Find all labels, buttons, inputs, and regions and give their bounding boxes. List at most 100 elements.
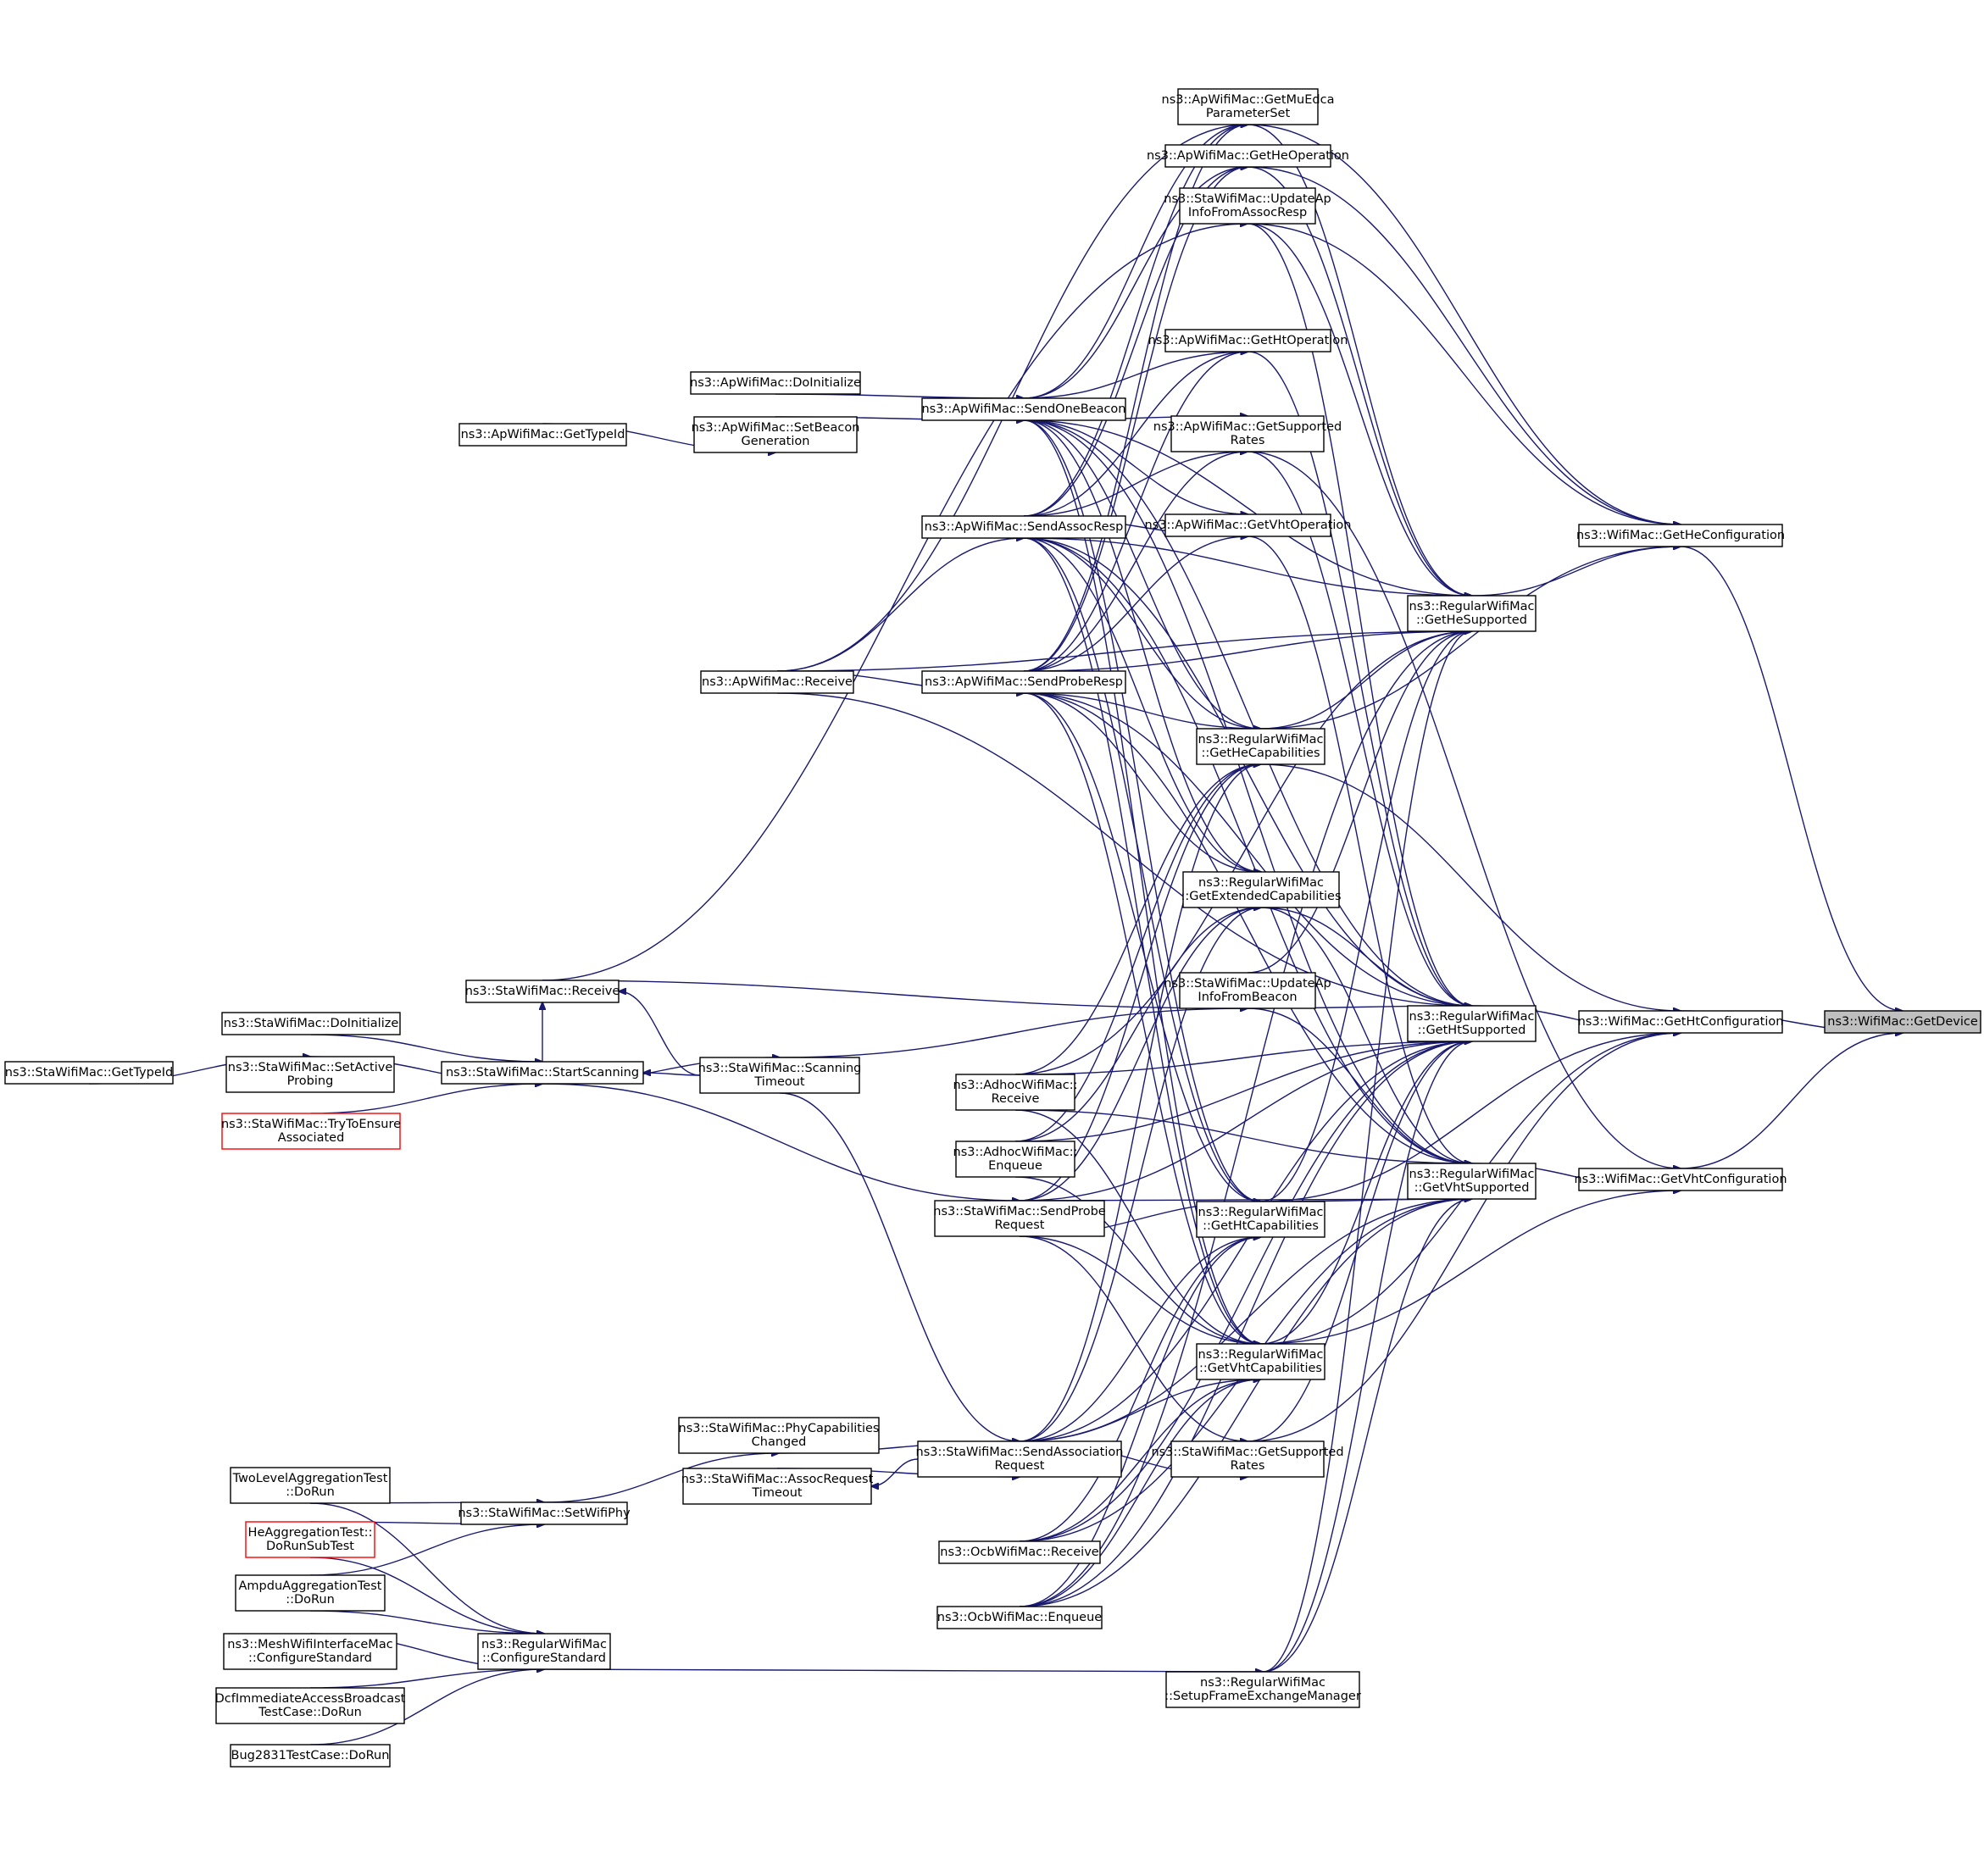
node-getvhtconf[interactable]: ns3::WifiMac::GetVhtConfiguration [1574,1168,1787,1191]
node-vhtsup[interactable]: ns3::RegularWifiMac::GetVhtSupported [1407,1163,1537,1200]
edge-sendassocreq-to-hecap [1019,764,1261,1442]
node-label: ns3::MeshWifiInterfaceMac [227,1638,392,1651]
node-ocbrecv[interactable]: ns3::OcbWifiMac::Receive [938,1540,1101,1564]
node-heop[interactable]: ns3::ApWifiMac::GetHeOperation [1147,144,1349,168]
node-label: ns3::ApWifiMac::Receive [702,675,853,689]
node-box [221,1113,401,1150]
node-label: ns3::StaWifiMac::UpdateAp [1164,977,1331,991]
node-box [230,1744,391,1768]
node-meshconf[interactable]: ns3::MeshWifiInterfaceMac::ConfigureStan… [223,1633,397,1670]
node-box [934,1200,1105,1237]
edge-sendproberesp-to-vhtcap [1023,692,1261,1344]
node-hesup[interactable]: ns3::RegularWifiMac::GetHeSupported [1407,595,1537,632]
node-vhtcap[interactable]: ns3::RegularWifiMac::GetVhtCapabilities [1196,1343,1325,1380]
edge-adhocenq-to-extcap [1014,907,1261,1142]
edge-hecap-to-getheconf [1260,547,1681,730]
node-gethtconf[interactable]: ns3::WifiMac::GetHtConfiguration [1578,1010,1784,1034]
node-bug2831[interactable]: Bug2831TestCase::DoRun [230,1744,391,1768]
node-ocbenq[interactable]: ns3::OcbWifiMac::Enqueue [936,1606,1103,1629]
node-dcf[interactable]: DcfImmediateAccessBroadcastTestCase::DoR… [215,1687,406,1724]
node-aprecv[interactable]: ns3::ApWifiMac::Receive [700,670,854,694]
edge-sendproberesp-to-extcap [1023,692,1261,872]
node-adhocrecv[interactable]: ns3::AdhocWifiMac::Receive [953,1074,1078,1111]
node-extcap[interactable]: ns3::RegularWifiMac::GetExtendedCapabili… [1181,871,1342,908]
node-statypeid[interactable]: ns3::StaWifiMac::GetTypeId [4,1061,174,1085]
node-htcap[interactable]: ns3::RegularWifiMac::GetHtCapabilities [1196,1201,1325,1238]
node-label: Changed [752,1435,807,1449]
node-getheconf[interactable]: ns3::WifiMac::GetHeConfiguration [1576,524,1785,547]
node-sendbeacon[interactable]: ns3::ApWifiMac::SendOneBeacon [921,397,1126,421]
node-box [921,515,1126,539]
node-label: ns3::StaWifiMac::StartScanning [446,1066,639,1080]
edge-extcap-to-vhtsup [1260,907,1472,1163]
node-getdevice[interactable]: ns3::WifiMac::GetDevice [1824,1010,1981,1034]
edge-ocbrecv-to-htcap [1019,1237,1261,1542]
node-label: ns3::ApWifiMac::SendAssocResp [925,520,1124,534]
node-htsup[interactable]: ns3::RegularWifiMac::GetHtSupported [1407,1005,1537,1042]
edge-sendassocresp-to-hesup [1023,537,1472,596]
node-label: ns3::RegularWifiMac [481,1638,607,1651]
node-box [235,1574,386,1612]
node-label: ns3::ApWifiMac::GetHeOperation [1147,149,1349,163]
node-vhtop[interactable]: ns3::ApWifiMac::GetVhtOperation [1145,513,1352,537]
node-label: ::DoRun [286,1593,335,1607]
node-stainit[interactable]: ns3::StaWifiMac::DoInitialize [221,1012,401,1035]
node-box [1407,595,1537,632]
node-box [4,1061,174,1085]
edge-adhocrecv-to-vhtcap [1014,1109,1261,1344]
node-starecv[interactable]: ns3::StaWifiMac::Receive [465,980,620,1003]
edge-sendbeacon-to-muedca [1023,125,1248,399]
node-box [1196,1201,1325,1238]
node-setupfem[interactable]: ns3::RegularWifiMac::SetupFrameExchangeM… [1164,1671,1361,1708]
edge-updbeacon-to-hesup [1247,631,1472,974]
node-htop[interactable]: ns3::ApWifiMac::GetHtOperation [1148,329,1348,352]
node-adhocenq[interactable]: ns3::AdhocWifiMac::Enqueue [953,1141,1078,1178]
edge-stasuprates-to-htsup [1247,1041,1472,1442]
edge-adhocenq-to-vhtcap [1014,1176,1261,1344]
node-label: ns3::StaWifiMac::SendAssociation [916,1446,1124,1459]
node-sendproberesp[interactable]: ns3::ApWifiMac::SendProbeResp [921,670,1126,694]
edge-ampdu-to-regconfstd [309,1610,544,1634]
edge-scantimeout-to-starecv [619,991,701,1076]
nodes: ns3::WifiMac::GetDevicens3::WifiMac::Get… [4,88,1981,1768]
edge-updassoc-to-hesup [1247,223,1472,596]
node-heagg[interactable]: HeAggregationTest::DoRunSubTest [245,1521,375,1558]
edge-ocbrecv-to-htsup [1019,1041,1472,1542]
edge-sendassocresp-to-vhtsup [1023,537,1472,1163]
node-sendassocresp[interactable]: ns3::ApWifiMac::SendAssocResp [921,515,1126,539]
node-box [1164,513,1331,537]
node-setwifiphy[interactable]: ns3::StaWifiMac::SetWifiPhy [458,1501,631,1525]
node-hecap[interactable]: ns3::RegularWifiMac::GetHeCapabilities [1196,728,1325,765]
node-apinit[interactable]: ns3::ApWifiMac::DoInitialize [690,371,861,395]
edge-muedca-to-getheconf [1248,124,1681,525]
node-ampdu[interactable]: AmpduAggregationTest::DoRun [235,1574,386,1612]
node-aptypeid[interactable]: ns3::ApWifiMac::GetTypeId [458,423,627,447]
node-startscan[interactable]: ns3::StaWifiMac::StartScanning [441,1061,644,1085]
edge-getheconf-to-getdevice [1680,546,1903,1011]
edge-sendproberesp-to-apsuprates [1023,452,1248,672]
edge-heagg-to-regconfstd [309,1557,544,1634]
edge-ocbenq-to-vhtsup [1019,1199,1472,1607]
node-label: Probing [287,1074,334,1088]
node-twolevel[interactable]: TwoLevelAggregationTest::DoRun [230,1467,391,1504]
edge-apinit-to-sendbeacon [775,393,1024,398]
node-updassoc[interactable]: ns3::StaWifiMac::UpdateApInfoFromAssocRe… [1164,187,1331,225]
edge-ocbenq-to-hesup [1019,631,1472,1607]
node-box [215,1687,405,1724]
edge-startscan-to-sendprobereq [542,1083,1020,1201]
edge-sendprobereq-to-stasuprates [1019,1235,1248,1441]
node-regconfstd[interactable]: ns3::RegularWifiMac::ConfigureStandard [477,1633,611,1670]
edge-sendproberesp-to-hesup [1023,631,1472,672]
